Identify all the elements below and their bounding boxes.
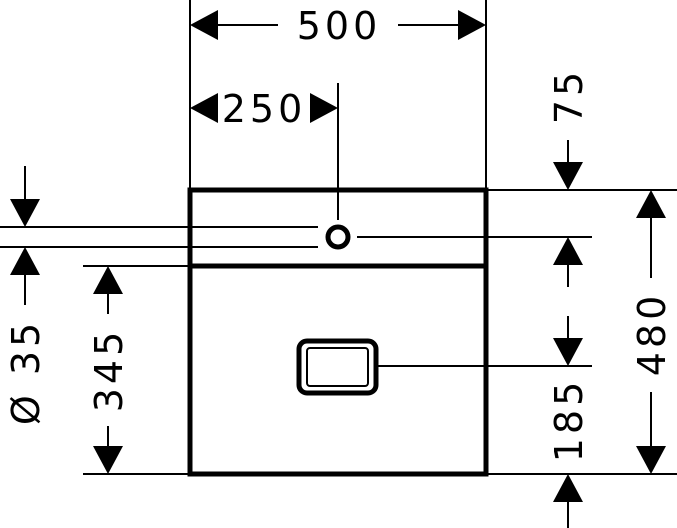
arrow-480-down (636, 446, 666, 474)
dim-250-label: 250 (222, 87, 307, 131)
drawer-handle-inner (306, 347, 369, 387)
dim-35-label: Ø 35 (4, 319, 48, 425)
cabinet-outline (187, 187, 489, 477)
arrow-75-down (553, 162, 583, 190)
dim-185-label: 185 (547, 378, 591, 463)
arrow-75-up (553, 237, 583, 265)
dim-480-label: 480 (630, 292, 674, 377)
arrow-35-up (10, 247, 40, 275)
arrow-35-down (10, 199, 40, 227)
dim-500-label: 500 (297, 4, 382, 48)
arrow-250-left (190, 93, 218, 123)
arrow-500-left (190, 10, 218, 40)
arrow-345-up (93, 266, 123, 294)
arrow-250-right (310, 93, 338, 123)
arrow-500-right (458, 10, 486, 40)
arrow-185-up (553, 474, 583, 502)
arrow-345-down (93, 446, 123, 474)
tap-hole (325, 224, 351, 250)
arrow-185-down (553, 338, 583, 366)
dim-75-label: 75 (547, 68, 591, 124)
arrow-480-up (636, 190, 666, 218)
dim-345-label: 345 (87, 328, 131, 413)
drawer-handle (296, 338, 379, 396)
